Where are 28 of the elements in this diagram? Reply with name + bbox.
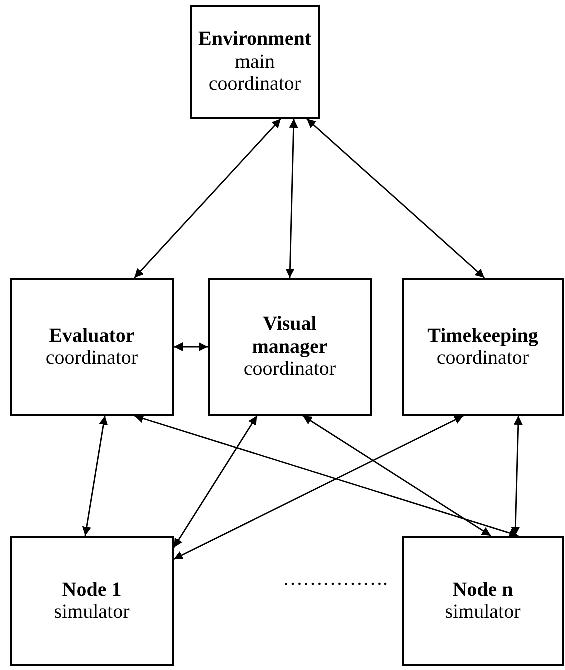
arrow: [174, 415, 464, 560]
node-title: Node n: [452, 578, 514, 601]
node-subtitle: coordinator: [46, 347, 138, 370]
arrow: [174, 342, 208, 352]
ellipsis-text: …………….: [283, 568, 388, 591]
process-box: [402, 278, 564, 416]
arrow: [134, 118, 282, 278]
node-title: Node 1: [62, 578, 122, 601]
node-subtitle: coordinator: [244, 358, 336, 381]
node-subtitle: coordinator: [436, 347, 530, 370]
node-title: Evaluator: [49, 324, 135, 347]
node-subtitle: simulator: [445, 601, 521, 624]
node-title: Timekeeping: [428, 324, 538, 347]
process-box: [402, 536, 564, 666]
arrow: [306, 118, 486, 279]
process-box: [10, 536, 174, 666]
node-subtitle: simulator: [54, 601, 130, 624]
node-title: Environment: [198, 28, 312, 51]
arrow: [286, 118, 298, 278]
process-box: [208, 278, 372, 416]
process-box: [190, 5, 320, 119]
arrow: [134, 414, 519, 538]
arrow: [173, 416, 258, 548]
arrow: [82, 416, 108, 536]
arrow: [511, 416, 523, 536]
arrow: [302, 415, 492, 537]
node-subtitle: main coordinator: [208, 50, 302, 96]
process-box: [10, 278, 174, 416]
